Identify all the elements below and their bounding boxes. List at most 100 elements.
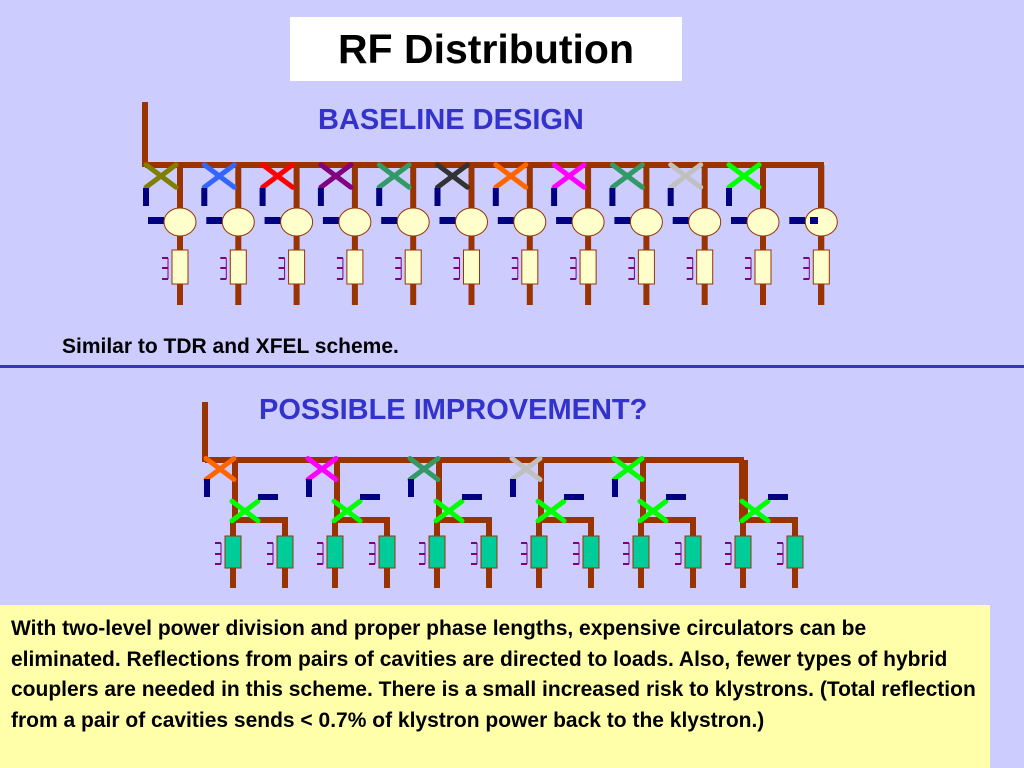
hybrid-coupler-icon: [331, 498, 363, 524]
coupler-stroke: [260, 162, 296, 190]
hybrid-coupler-icon: [611, 456, 645, 482]
cavity: [812, 249, 830, 285]
hybrid-coupler-icon: [318, 162, 354, 190]
coupler-stroke: [739, 498, 771, 524]
coupler-stroke: [609, 162, 645, 190]
circulator: [280, 207, 314, 237]
coupler-stroke: [637, 498, 669, 524]
cavity: [229, 249, 247, 285]
hybrid-coupler-icon: [203, 456, 237, 482]
hybrid-coupler-icon: [637, 498, 669, 524]
load-stub: [306, 479, 312, 497]
coupler-stroke: [509, 456, 543, 482]
cavity: [346, 249, 364, 285]
cavity: [582, 535, 600, 569]
circulator: [455, 207, 488, 237]
cavity: [171, 249, 189, 285]
load-stub: [258, 494, 278, 500]
hybrid-coupler-icon: [376, 162, 412, 190]
load-stub: [609, 188, 616, 206]
cavity: [404, 249, 422, 285]
circulator-load: [672, 217, 689, 224]
coupler-stroke: [551, 162, 587, 190]
baseline-heading: BASELINE DESIGN: [318, 104, 584, 136]
coupler-stroke: [435, 162, 470, 190]
hybrid-coupler-icon: [726, 162, 762, 190]
coupler-stroke: [493, 162, 529, 190]
hybrid-coupler-icon: [551, 162, 587, 190]
cavity: [786, 535, 804, 569]
hybrid-coupler-icon: [407, 456, 441, 482]
cavity: [463, 249, 480, 285]
slide-title: RF Distribution: [290, 17, 682, 81]
baseline-note: Similar to TDR and XFEL scheme.: [62, 335, 399, 358]
cavity: [696, 249, 714, 285]
circulator: [746, 207, 780, 237]
section-divider: [0, 365, 1024, 368]
coupler-stroke: [201, 162, 237, 190]
circulator: [571, 207, 605, 237]
hybrid-coupler-icon: [433, 498, 465, 524]
cavity: [637, 249, 655, 285]
circulator: [221, 207, 255, 237]
hybrid-coupler-icon: [509, 456, 543, 482]
cavity: [480, 535, 498, 569]
hybrid-coupler-icon: [229, 498, 261, 524]
circulator-load: [322, 217, 339, 224]
coupler-stroke: [433, 498, 465, 524]
circulator-load: [810, 217, 818, 224]
coupler-stroke: [318, 162, 354, 190]
coupler-stroke: [535, 498, 567, 524]
coupler-stroke: [668, 162, 704, 190]
hybrid-coupler-icon: [260, 162, 296, 190]
hybrid-coupler-icon: [305, 456, 339, 482]
circulator: [163, 207, 197, 237]
hybrid-coupler-icon: [739, 498, 771, 524]
load-stub: [201, 188, 208, 206]
coupler-stroke: [407, 456, 441, 482]
coupler-stroke: [726, 162, 762, 190]
improvement-heading: POSSIBLE IMPROVEMENT?: [259, 394, 648, 426]
cavity: [288, 249, 306, 285]
circulator-load: [148, 217, 164, 224]
cavity: [521, 249, 539, 285]
load-stub: [492, 188, 499, 206]
hybrid-coupler-icon: [609, 162, 645, 190]
coupler-stroke: [143, 162, 179, 190]
cavity: [734, 535, 752, 569]
coupler-stroke: [376, 162, 412, 190]
cavity: [224, 535, 242, 569]
load-stub: [768, 494, 788, 500]
load-stub: [726, 188, 732, 206]
load-stub: [462, 494, 482, 500]
coupler-stroke: [229, 498, 261, 524]
circulator-load: [439, 217, 456, 224]
cavity: [378, 535, 396, 569]
circulator-load: [556, 217, 573, 224]
hybrid-coupler-icon: [493, 162, 529, 190]
load-stub: [259, 188, 266, 206]
circulator: [513, 207, 547, 237]
circulator-load: [381, 217, 398, 224]
load-stub: [434, 188, 441, 206]
load-stub: [143, 188, 149, 206]
load-stub: [408, 479, 414, 497]
cavity: [579, 249, 597, 285]
circulator-load: [731, 217, 747, 224]
circulator-load: [206, 217, 223, 224]
coupler-stroke: [305, 456, 339, 482]
load-stub: [551, 188, 558, 206]
cavity: [632, 535, 650, 569]
circulator-load: [264, 217, 281, 224]
circulator-load: [497, 217, 514, 224]
cavity: [428, 535, 446, 569]
hybrid-coupler-icon: [535, 498, 567, 524]
circulator: [804, 207, 838, 237]
hybrid-coupler-icon: [668, 162, 704, 190]
description-text: With two-level power division and proper…: [11, 617, 976, 732]
hybrid-coupler-icon: [435, 162, 470, 190]
load-stub: [376, 188, 383, 206]
coupler-stroke: [203, 456, 237, 482]
cavity: [326, 535, 344, 569]
